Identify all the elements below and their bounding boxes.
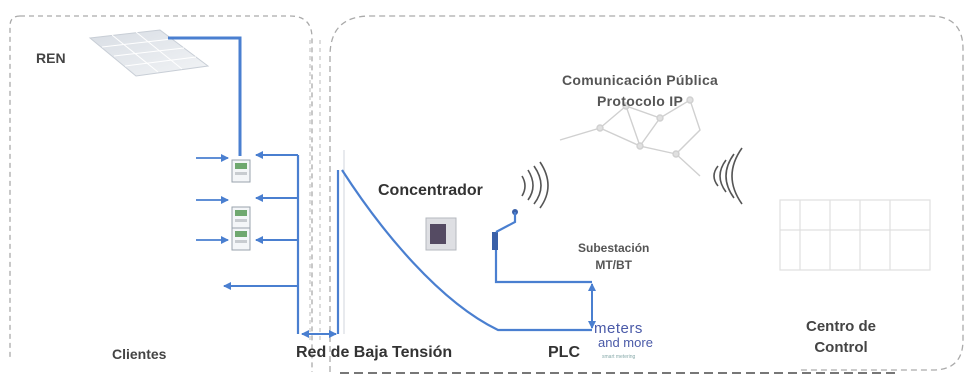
solar-panel-icon xyxy=(88,29,210,77)
network-cloud-icon xyxy=(559,96,701,177)
control-center-icon xyxy=(779,199,931,271)
meter-icon xyxy=(231,227,251,251)
solar-feed-line xyxy=(168,36,242,156)
subestacion-line2: MT/BT xyxy=(595,258,632,272)
meter-icon xyxy=(231,206,251,230)
centro-de-control-label: Centro de Control xyxy=(806,316,876,358)
centro-line2: Control xyxy=(814,339,868,356)
concentrator-icon xyxy=(425,217,457,251)
plc-label: PLC xyxy=(548,344,580,361)
comunicacion-line1: Comunicación Pública xyxy=(562,72,719,88)
red-baja-tension-label: Red de Baja Tensión xyxy=(296,344,453,361)
clientes-label: Clientes xyxy=(112,346,167,362)
radio-waves-icon xyxy=(521,161,549,209)
radio-waves-icon xyxy=(713,147,743,205)
meter-icon xyxy=(231,159,251,183)
ren-label: REN xyxy=(36,50,66,66)
subestacion-line1: Subestación xyxy=(578,241,650,255)
comunicacion-publica-label: Comunicación Pública Protocolo IP xyxy=(562,70,718,112)
comunicacion-line2: Protocolo IP xyxy=(597,93,684,109)
lv-curve xyxy=(341,169,592,332)
network-panel-border xyxy=(329,15,964,372)
antenna-feed-line xyxy=(494,212,592,284)
logo-line3: smart metering xyxy=(602,354,636,360)
clients-panel-border xyxy=(9,15,313,372)
subestacion-label: Subestación MT/BT xyxy=(578,240,649,274)
meters-and-more-logo: meters and more smart metering xyxy=(594,320,653,364)
logo-line2: and more xyxy=(598,335,653,350)
concentrador-label: Concentrador xyxy=(378,182,483,199)
centro-line1: Centro de xyxy=(806,318,877,335)
logo-line1: meters xyxy=(594,320,643,337)
